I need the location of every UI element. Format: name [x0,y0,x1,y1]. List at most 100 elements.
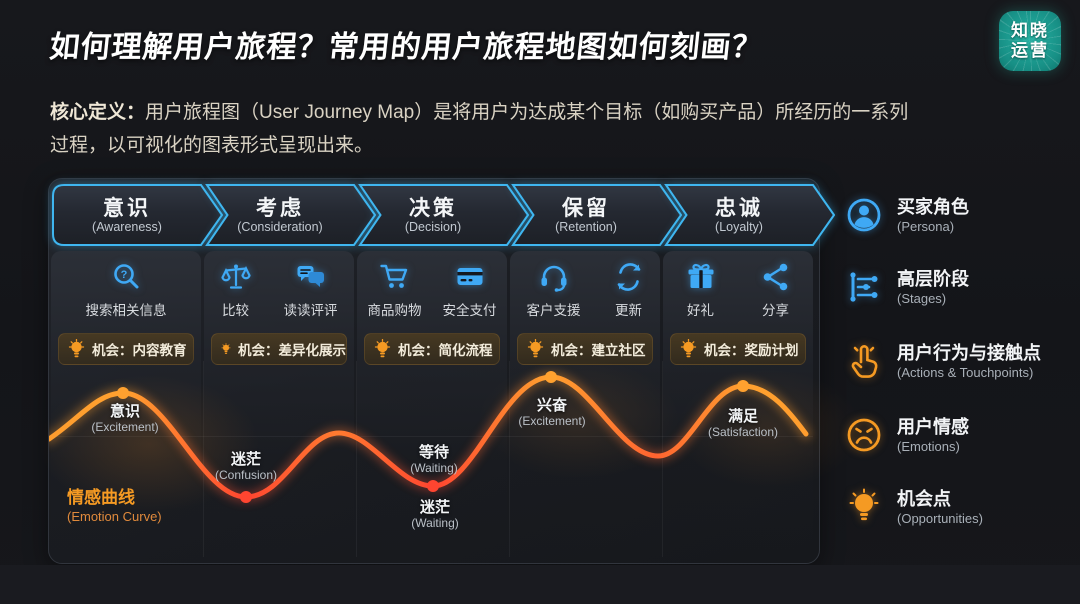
action-label: 好礼 [687,303,714,318]
point-en: (Waiting) [410,461,458,475]
emotions-face-icon [847,418,881,452]
point-zh: 等待 [418,444,449,461]
peak-dot [737,380,749,392]
action-label: 搜索相关信息 [85,303,167,318]
chevron-shape [511,184,682,246]
action-label: 商品购物 [367,303,422,318]
footer-band [0,565,1080,604]
legend-en: (Stages) [897,291,947,306]
emotion-curve-chart [49,371,812,503]
legend-zh: 机会点 [897,489,951,509]
stage-decision: 决策 (Decision) [357,184,529,246]
emotion-curve-title: 情感曲线 (Emotion Curve) [67,487,162,525]
legend-item-stages: 高层阶段 (Stages) [845,268,969,307]
bulb-icon [68,339,85,358]
point-zh: 满足 [727,408,758,425]
curve-point-label: 兴奋 (Excitement) [518,397,585,429]
column-consideration: 比较 读读评评 [204,251,354,551]
action-label: 安全支付 [442,303,497,318]
gift-icon [688,263,713,288]
legend-zh: 买家角色 [897,197,969,217]
peak-dot [117,387,129,399]
share-icon [763,263,787,291]
curve-point-label: 迷茫 (Waiting) [411,499,459,531]
stage-label-zh: 忠诚 [715,197,763,220]
column-loyalty: 好礼 分享 [663,251,813,551]
opportunity-label: 机会：奖励计划 [704,343,799,358]
opportunity-pill: 机会：内容教育 [58,333,194,365]
point-zh: 意识 [109,403,141,420]
curve-point-label: 迷茫 (Confusion) [215,451,277,483]
svg-text:?: ? [121,269,128,281]
stage-label-zh: 决策 [409,197,457,220]
point-zh: 迷茫 [230,451,261,468]
action-item: ? 搜索相关信息 [86,262,167,319]
chevron-shape [664,184,835,246]
stage-label-en: (Consideration) [237,220,323,234]
definition-text-2: 过程，以可视化的图表形式呈现出来。 [50,135,374,156]
touchpoint-hand-icon [851,345,878,378]
action-item: 客户支援 [527,262,581,319]
action-item: 读读评评 [284,262,338,319]
peak-dot [545,371,557,383]
legend-zh: 高层阶段 [897,269,969,289]
point-en: (Excitement) [518,414,586,428]
stage-label-en: (Decision) [404,220,462,234]
legend-item-persona: 买家角色 (Persona) [845,196,969,235]
action-item: 商品购物 [368,262,422,319]
legend-item-emotions: 用户情感 (Emotions) [845,416,969,455]
action-item: 安全支付 [443,262,497,319]
action-label: 比较 [222,303,249,318]
grid-line [509,361,510,557]
definition-text-1: 用户旅程图（User Journey Map）是将用户为达成某个目标（如购买产品… [145,102,909,123]
search-question-icon: ? [114,264,139,289]
point-en: (Satisfaction) [707,425,779,439]
action-label: 客户支援 [526,303,581,318]
opportunity-pill: 机会：建立社区 [517,333,653,365]
column-decision: 商品购物 安全支付 [357,251,507,551]
stage-retention: 保留 (Retention) [510,184,682,246]
emotion-curve-glow [49,371,812,503]
legend-en: (Emotions) [897,439,960,454]
action-label: 更新 [615,303,642,318]
column-awareness: ? 搜索相关信息 机会：内容教育 [51,251,201,551]
curve-point-label: 满足 (Satisfaction) [708,408,778,440]
legend-en: (Actions & Touchpoints) [897,365,1034,380]
chat-icon [297,266,324,287]
cart-icon [379,264,407,288]
brand-logo-line1: 知晓 [1011,21,1049,40]
card-icon [457,268,482,285]
journey-map-panel: 意识 (Awareness) 考虑 (Consideration) 决策 (De… [29,178,869,564]
action-item: 分享 [761,262,791,319]
bulb-icon [374,339,391,358]
stage-loyalty: 忠诚 (Loyalty) [663,184,835,246]
stage-label-en: (Awareness) [92,220,162,234]
legend-en: (Persona) [897,219,955,234]
chevron-shape [358,184,529,246]
opportunity-pill: 机会：奖励计划 [670,333,806,365]
stage-label-zh: 考虑 [256,197,304,220]
opportunity-label: 机会：内容教育 [92,343,187,358]
action-label: 分享 [762,303,789,318]
action-label: 读读评评 [283,303,338,318]
legend-item-touchpoints: 用户行为与接触点 (Actions & Touchpoints) [845,342,1041,381]
grid-line [55,436,813,437]
point-en: (Excitement) [91,420,159,434]
curve-point-label: 等待 (Waiting) [410,444,458,476]
chevron-shape [52,184,223,246]
stage-label-en: (Retention) [555,220,617,234]
core-definition: 核心定义：用户旅程图（User Journey Map）是将用户为达成某个目标（… [50,96,1038,162]
opportunity-label: 机会：简化流程 [398,343,493,358]
curve-point-label: 意识 (Excitement) [91,403,158,435]
stages-icon [850,272,878,302]
page-title: 如何理解用户旅程？常用的用户旅程地图如何刻画？ [47,31,765,64]
stage-awareness: 意识 (Awareness) [51,184,223,246]
legend-item-opportunities: 机会点 (Opportunities) [845,488,983,527]
point-zh: 兴奋 [536,397,568,414]
opportunity-bulb-icon [849,488,879,521]
point-en: (Confusion) [214,468,278,482]
point-zh: 迷茫 [419,499,450,516]
brand-logo-line2: 运营 [1011,41,1049,60]
curve-title-zh: 情感曲线 [67,488,135,507]
